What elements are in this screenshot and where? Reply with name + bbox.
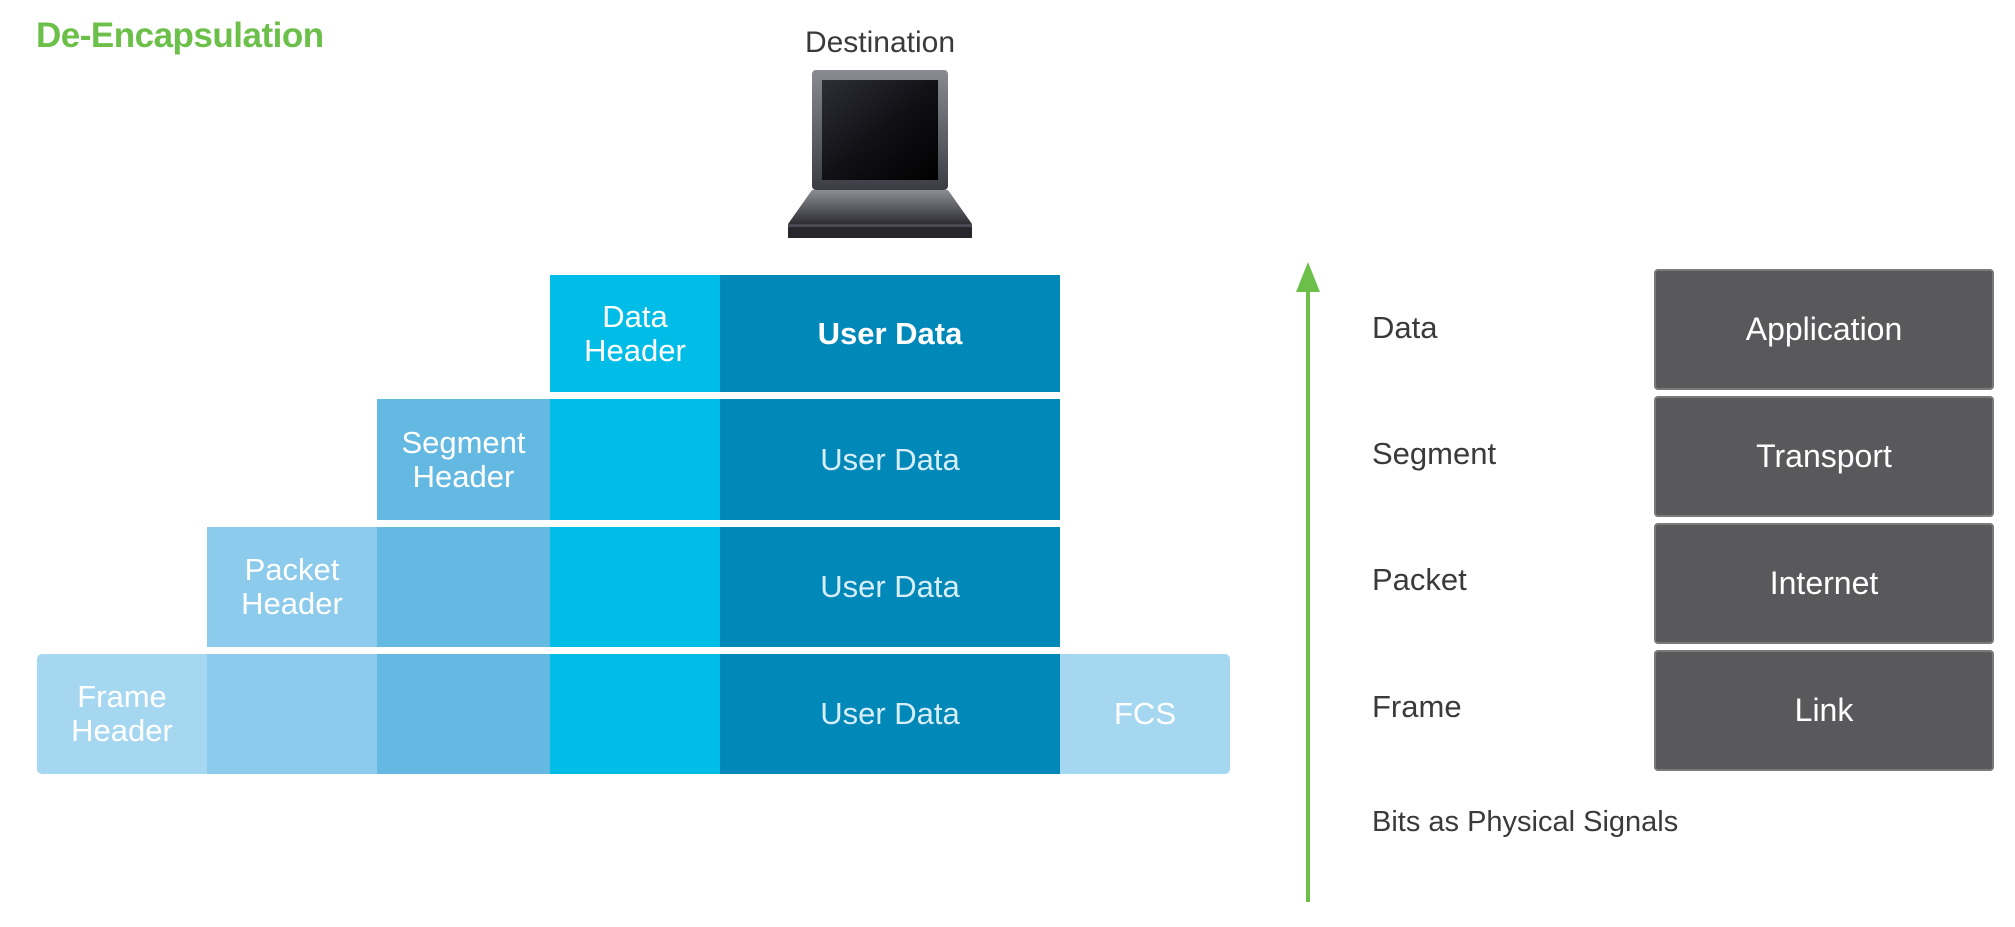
- data-header-label: Data Header: [584, 298, 686, 368]
- layer-link: Link: [1654, 650, 1994, 771]
- user-data-label: User Data: [820, 696, 960, 731]
- user-data-label: User Data: [820, 441, 960, 477]
- pdu-label-frame: Frame: [1372, 689, 1462, 724]
- frame-header-label: Frame Header: [71, 679, 173, 748]
- segment-header-block: Segment Header: [377, 399, 550, 520]
- data-header-fill-row2: [550, 399, 720, 520]
- layer-label: Internet: [1769, 565, 1879, 601]
- user-data-block-row2: User Data: [720, 399, 1060, 520]
- pdu-label-data: Data: [1372, 310, 1438, 345]
- user-data-block-row4: User Data: [720, 654, 1060, 774]
- packet-header-block: Packet Header: [207, 527, 377, 647]
- packet-header-fill-row4: [207, 654, 377, 774]
- layer-transport: Transport: [1654, 396, 1994, 517]
- page-title: De-Encapsulation: [36, 16, 324, 55]
- frame-header-block: Frame Header: [37, 654, 207, 774]
- pdu-label-segment: Segment: [1372, 436, 1497, 471]
- layer-label: Link: [1794, 692, 1854, 728]
- segment-header-fill-row4: [377, 654, 550, 774]
- packet-header-label: Packet Header: [241, 552, 343, 621]
- data-header-block: Data Header: [550, 275, 720, 392]
- segment-header-fill-row3: [377, 527, 550, 647]
- layer-internet: Internet: [1654, 523, 1994, 644]
- user-data-block-row1: User Data: [720, 275, 1060, 392]
- layer-label: Application: [1745, 311, 1903, 347]
- layer-label: Transport: [1756, 438, 1892, 474]
- data-header-fill-row4: [550, 654, 720, 774]
- user-data-block-row3: User Data: [720, 527, 1060, 647]
- laptop-icon: [788, 70, 972, 238]
- user-data-label: User Data: [820, 569, 960, 604]
- bits-label: Bits as Physical Signals: [1372, 806, 1679, 838]
- pdu-label-packet: Packet: [1372, 562, 1467, 597]
- segment-header-label: Segment Header: [401, 424, 526, 494]
- layer-application: Application: [1654, 269, 1994, 390]
- user-data-label: User Data: [817, 315, 963, 351]
- fcs-block: FCS: [1060, 654, 1230, 774]
- destination-label: Destination: [804, 26, 956, 59]
- fcs-label: FCS: [1114, 696, 1176, 731]
- data-header-fill-row3: [550, 527, 720, 647]
- upward-arrow-icon: [1296, 262, 1320, 902]
